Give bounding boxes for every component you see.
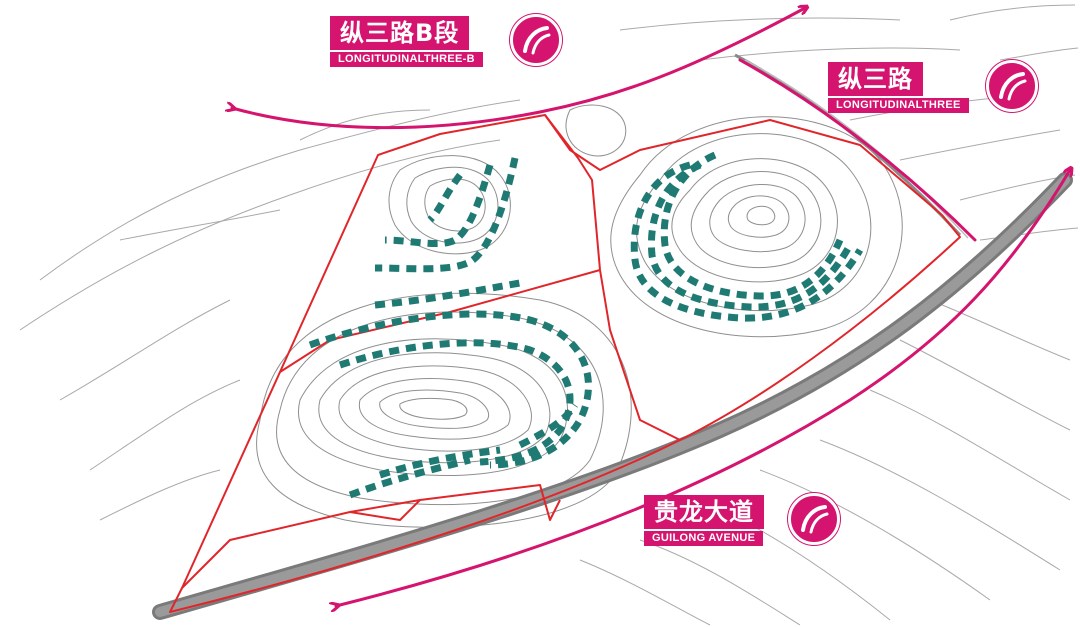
road-name-en: GUILONG AVENUE — [644, 531, 764, 546]
road-name-cn: 贵龙大道 — [644, 495, 764, 529]
terrace-path-north-1 — [427, 172, 463, 223]
road-label-longitudinal-three-b: 纵三路B段 LONGITUDINALTHREE-B — [330, 16, 483, 67]
parcel-divider-north — [544, 114, 601, 271]
road-curve-icon — [788, 493, 840, 545]
terrace-path-north-3 — [374, 157, 519, 273]
road-label-guilong-avenue: 贵龙大道 GUILONG AVENUE — [644, 495, 764, 546]
proposed-roads — [232, 8, 1070, 606]
terrace-path-west-3 — [348, 456, 471, 499]
parcel-divider-east — [599, 269, 681, 441]
road-name-cn: 纵三路 — [828, 62, 923, 96]
longitudinal-three-b-route — [232, 8, 805, 130]
east-hill-contours — [610, 116, 903, 338]
road-name-cn: 纵三路B段 — [330, 16, 470, 50]
terrace-path-north-4 — [374, 279, 521, 309]
road-label-longitudinal-three: 纵三路 LONGITUDINALTHREE — [828, 62, 969, 113]
road-name-en: LONGITUDINALTHREE-B — [330, 52, 483, 67]
road-curve-icon — [986, 60, 1038, 112]
road-curve-icon — [510, 14, 562, 66]
guilong-avenue-road-band — [152, 172, 1073, 620]
guilong-avenue-route — [336, 170, 1070, 606]
existing-road-network — [152, 53, 1073, 620]
terrace-path-east-2 — [660, 151, 844, 300]
road-name-en: LONGITUDINALTHREE — [828, 98, 969, 113]
